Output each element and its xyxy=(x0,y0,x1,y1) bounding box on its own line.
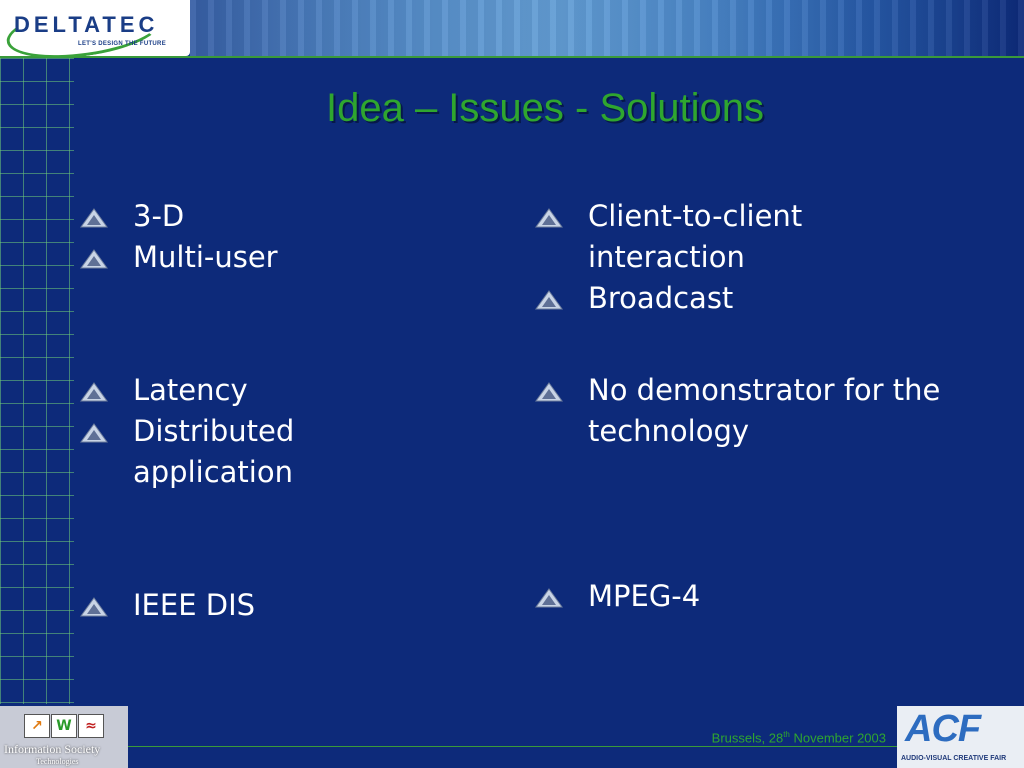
triangle-bullet-icon xyxy=(80,382,108,402)
logo-tagline: LET'S DESIGN THE FUTURE xyxy=(78,41,166,47)
arrow-icon: ↗ xyxy=(24,714,50,738)
bullet-text: Broadcast xyxy=(588,281,734,315)
header-divider xyxy=(0,56,1024,58)
footer-divider xyxy=(128,746,898,747)
bullet-item: Distributed application xyxy=(80,411,363,493)
triangle-bullet-icon xyxy=(535,208,563,228)
bullet-item: MPEG-4 xyxy=(535,576,955,617)
acf-logo-text: ACF xyxy=(905,708,981,750)
bullet-item: Multi-user xyxy=(80,237,500,278)
bullet-text: Distributed application xyxy=(133,414,295,489)
bullet-item: Broadcast xyxy=(535,278,955,319)
slide-title: Idea – Issues - Solutions xyxy=(325,86,765,130)
right-column: Client-to-client interaction Broadcast N… xyxy=(535,196,955,617)
bullet-text: Multi-user xyxy=(133,240,278,274)
bullet-item: IEEE DIS xyxy=(80,585,500,626)
triangle-bullet-icon xyxy=(535,382,563,402)
triangle-bullet-icon xyxy=(535,290,563,310)
acf-logo-sub: AUDIO-VISUAL CREATIVE FAIR xyxy=(901,755,1007,762)
ist-logo-sub: Technologies xyxy=(36,757,79,766)
bullet-text: Latency xyxy=(133,373,248,407)
triangle-bullet-icon xyxy=(80,249,108,269)
logo-text: DELTATEC xyxy=(14,12,159,37)
acf-logo: ACF AUDIO-VISUAL CREATIVE FAIR xyxy=(897,706,1024,768)
zigzag-icon: ≈ xyxy=(78,714,104,738)
header-photo xyxy=(190,0,1024,58)
bullet-text: No demonstrator for the technology xyxy=(588,373,941,448)
bullet-text: IEEE DIS xyxy=(133,588,256,622)
bullet-item: No demonstrator for the technology xyxy=(535,370,948,452)
triangle-bullet-icon xyxy=(80,597,108,617)
bullet-text: Client-to-client interaction xyxy=(588,199,803,274)
deltatec-logo: DELTATEC LET'S DESIGN THE FUTURE xyxy=(0,0,190,67)
footer-date: Brussels, 28th November 2003 xyxy=(711,730,886,746)
wave-icon: W xyxy=(51,714,77,738)
bullet-text: 3-D xyxy=(133,199,185,233)
bullet-item: Client-to-client interaction xyxy=(535,196,868,278)
triangle-bullet-icon xyxy=(80,208,108,228)
bullet-text: MPEG-4 xyxy=(588,579,701,613)
bullet-item: Latency xyxy=(80,370,500,411)
ist-logo-text: Information Society xyxy=(4,742,101,756)
ist-logo: ↗ W ≈ Information Society Technologies xyxy=(0,706,128,768)
triangle-bullet-icon xyxy=(80,423,108,443)
left-column: 3-D Multi-user Latency Distributed appli… xyxy=(80,196,500,626)
triangle-bullet-icon xyxy=(535,588,563,608)
left-grid-decoration xyxy=(0,58,74,704)
bullet-item: 3-D xyxy=(80,196,500,237)
